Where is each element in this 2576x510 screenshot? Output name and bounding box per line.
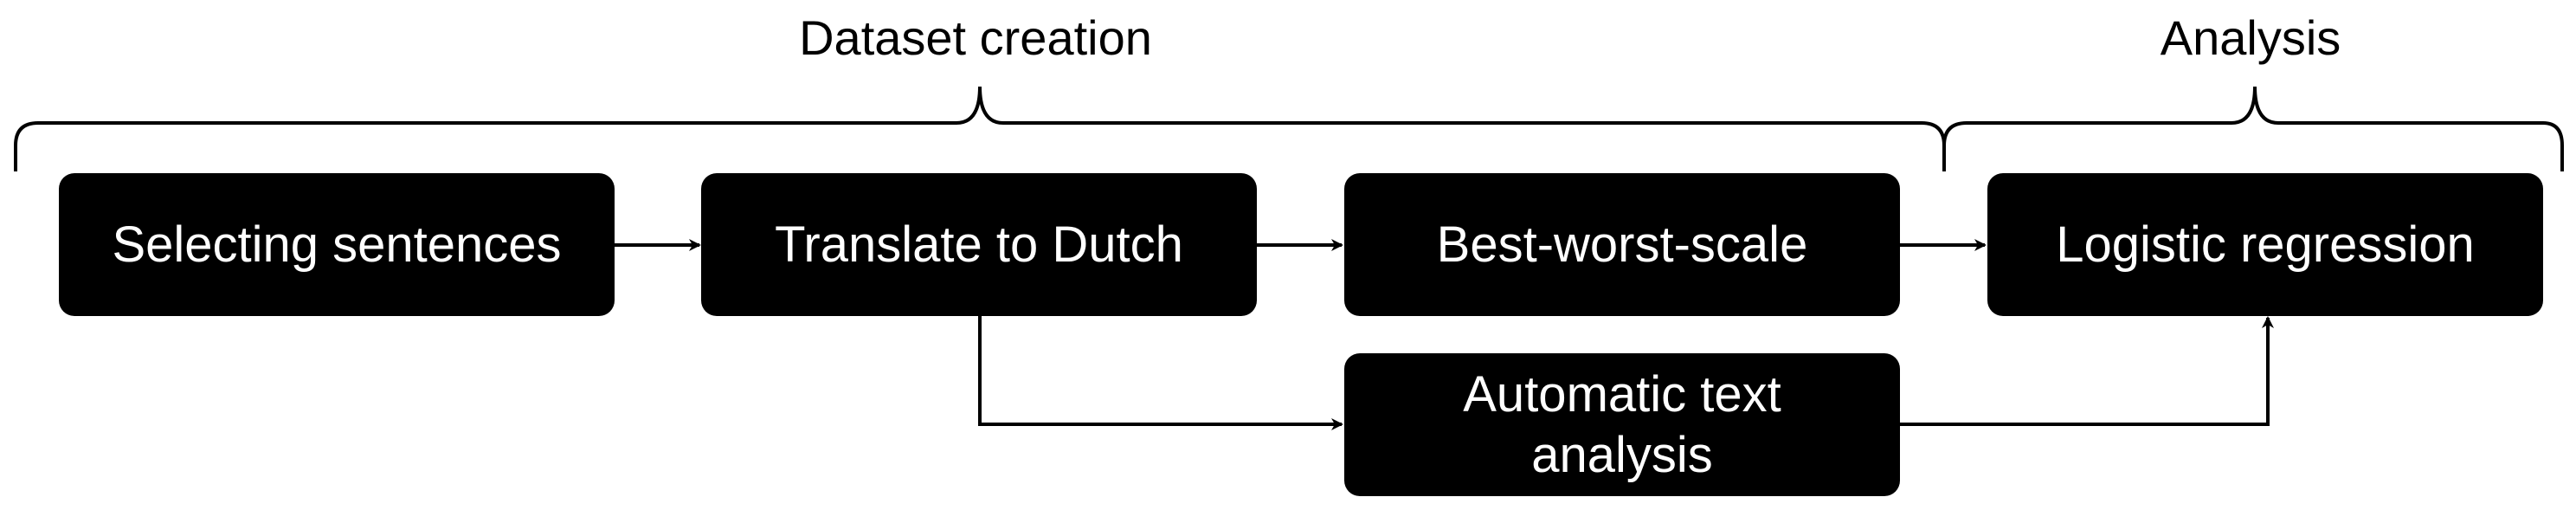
step-selecting-sentences-label: Selecting sentences: [112, 216, 562, 273]
dataset-creation-brace: [14, 86, 1946, 171]
step-logistic-regression: Logistic regression: [1987, 173, 2543, 316]
arrow-translate-to-analysis: [978, 315, 1343, 430]
step-selecting-sentences: Selecting sentences: [59, 173, 615, 316]
step-best-worst-scale-label: Best-worst-scale: [1436, 216, 1808, 273]
step-automatic-text-analysis-label: Automatic text analysis: [1463, 365, 1781, 483]
step-translate-to-dutch: Translate to Dutch: [701, 173, 1257, 316]
step-logistic-regression-label: Logistic regression: [2056, 216, 2475, 273]
dataset-creation-label: Dataset creation: [799, 10, 1152, 65]
step-translate-to-dutch-label: Translate to Dutch: [775, 216, 1183, 273]
analysis-label: Analysis: [2160, 10, 2341, 65]
arrow-analysis-to-regression: [1900, 316, 2274, 426]
step-best-worst-scale: Best-worst-scale: [1344, 173, 1900, 316]
analysis-brace: [1942, 86, 2564, 171]
step-automatic-text-analysis: Automatic text analysis: [1344, 353, 1900, 496]
